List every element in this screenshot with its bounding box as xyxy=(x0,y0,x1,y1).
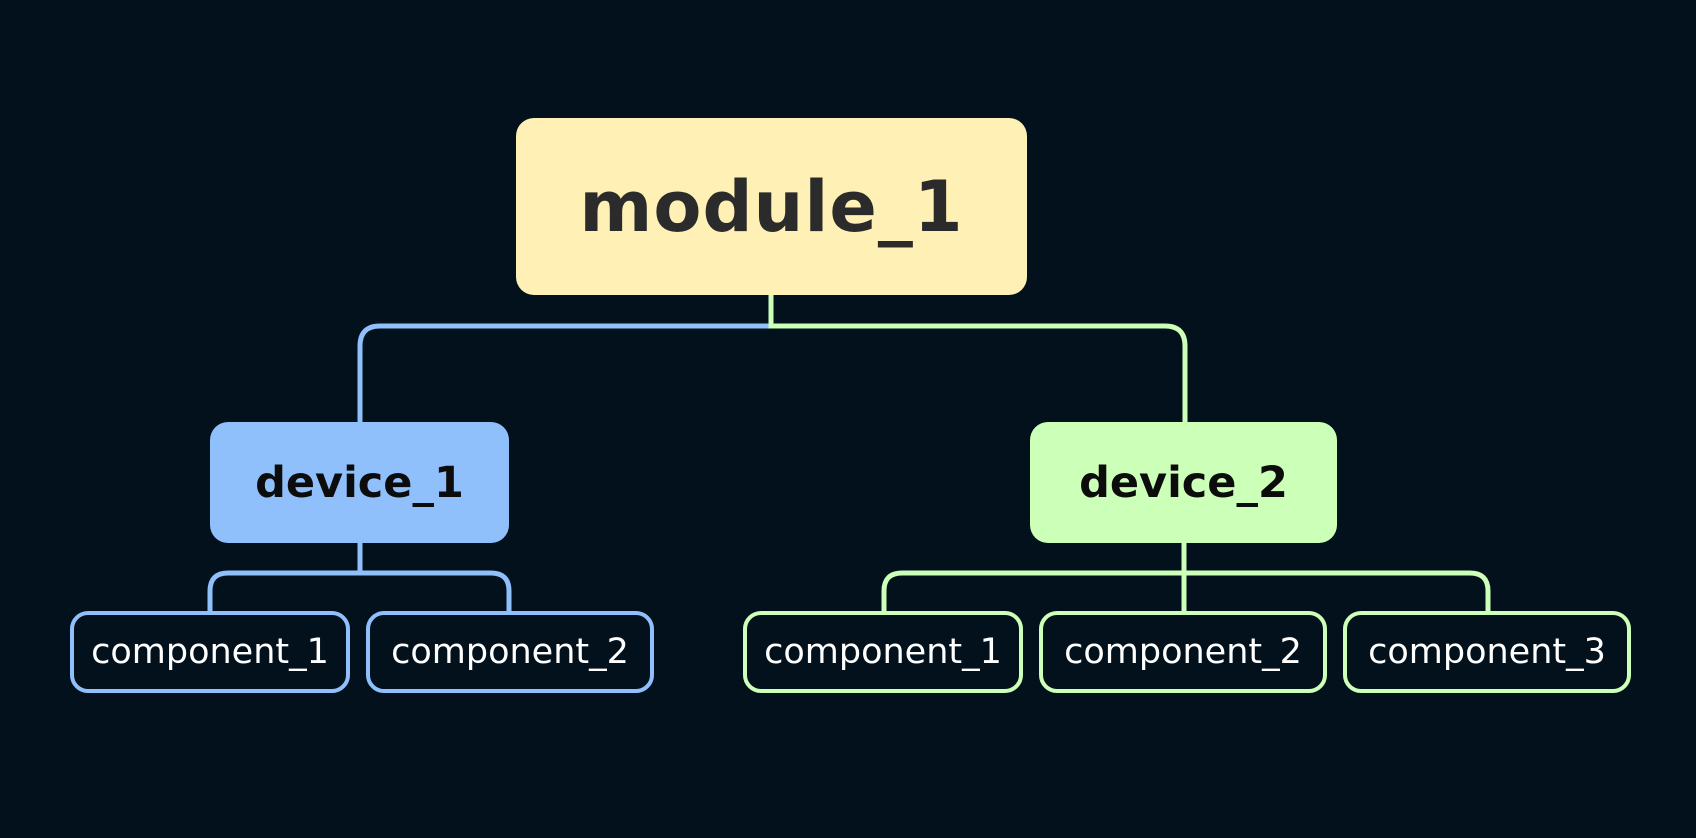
device-node-label: device_1 xyxy=(255,457,464,508)
component-node-label: component_1 xyxy=(764,632,1002,672)
component-node-device-2-component-1[interactable]: component_1 xyxy=(743,611,1023,693)
component-node-label: component_3 xyxy=(1368,632,1606,672)
connector-root-device-2 xyxy=(768,295,1188,422)
component-node-label: component_1 xyxy=(91,632,329,672)
component-node-device-1-component-2[interactable]: component_2 xyxy=(366,611,654,693)
component-node-label: component_2 xyxy=(1064,632,1302,672)
connector-device-2-components xyxy=(881,543,1491,611)
component-node-label: component_2 xyxy=(391,632,629,672)
device-node-label: device_2 xyxy=(1079,457,1288,508)
device-node-device-2[interactable]: device_2 xyxy=(1030,422,1337,543)
root-node-label: module_1 xyxy=(579,165,964,248)
component-node-device-2-component-3[interactable]: component_3 xyxy=(1343,611,1631,693)
connector-root-device-1 xyxy=(357,323,771,422)
device-node-device-1[interactable]: device_1 xyxy=(210,422,509,543)
component-node-device-1-component-1[interactable]: component_1 xyxy=(70,611,350,693)
connector-device-1-components xyxy=(207,543,512,611)
root-node-module-1[interactable]: module_1 xyxy=(516,118,1027,295)
component-node-device-2-component-2[interactable]: component_2 xyxy=(1039,611,1327,693)
